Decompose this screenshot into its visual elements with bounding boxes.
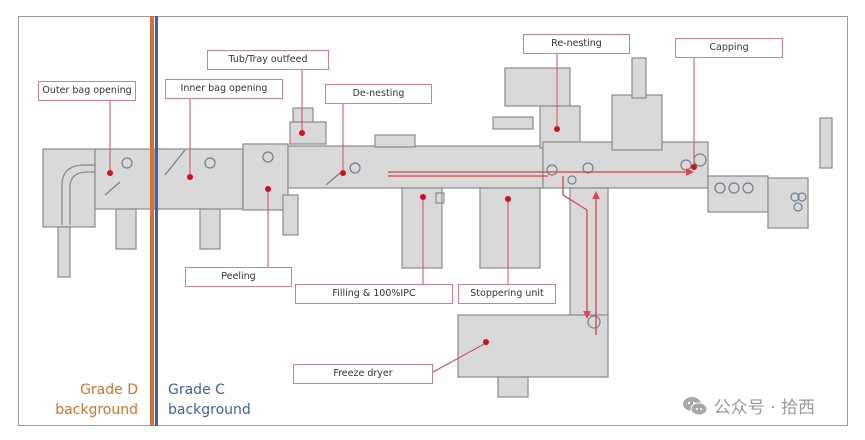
callout-tub-tray-outfeed: Tub/Tray outfeed — [207, 50, 329, 70]
callout-outer-bag-opening: Outer bag opening — [38, 81, 136, 101]
callout-filling-ipc: Filling & 100%IPC — [295, 284, 453, 304]
stoppering-unit — [479, 187, 541, 269]
grade-c-title: Grade C — [168, 382, 225, 398]
grade-d-title: Grade D — [80, 382, 138, 398]
callout-markers — [107, 126, 697, 345]
callout-re-nesting: Re-nesting — [523, 34, 630, 54]
marker-outer-bag — [107, 170, 113, 176]
callout-capping: Capping — [675, 38, 783, 58]
grade-c-boundary-line — [155, 16, 158, 426]
product-flow — [388, 168, 694, 335]
freeze-dryer-body — [457, 314, 609, 378]
outer-bag-housing — [42, 148, 96, 228]
marker-peeling — [265, 186, 271, 192]
marker-capping — [691, 164, 697, 170]
marker-re-nesting — [554, 126, 560, 132]
freeze-dryer-foot — [497, 376, 529, 398]
re-nesting-arm — [492, 116, 534, 130]
watermark-text: 公众号 · 拾西 — [713, 398, 815, 418]
leader-freeze-dryer — [432, 342, 487, 373]
callout-peeling: Peeling — [185, 267, 292, 287]
outer-bag-pipe — [61, 164, 95, 225]
tub-outfeed-top — [292, 107, 314, 123]
marker-tub-outfeed — [299, 130, 305, 136]
re-nesting-top — [504, 67, 571, 107]
marker-de-nesting — [340, 170, 346, 176]
inner-bag-chamber — [154, 148, 244, 210]
grade-d-zone-label: Grade D background — [55, 380, 138, 420]
capping-tower — [611, 94, 663, 151]
capping-column — [631, 57, 647, 99]
final-column — [819, 117, 833, 169]
machine-body — [42, 57, 833, 398]
callout-freeze-dryer: Freeze dryer — [293, 364, 433, 384]
outer-bag-pipe-inner — [69, 171, 95, 225]
peeling-side — [282, 194, 299, 236]
outer-bag-foot — [115, 208, 137, 250]
final-unit — [767, 177, 809, 229]
wechat-icon — [682, 396, 708, 416]
watermark: 公众号 · 拾西 — [682, 393, 815, 418]
marker-filling — [420, 194, 426, 200]
outer-bag-leg — [57, 226, 71, 278]
grade-c-zone-label: Grade C background — [168, 380, 251, 420]
marker-inner-bag — [187, 174, 193, 180]
grade-d-boundary-line — [150, 16, 154, 426]
marker-freeze-dryer — [483, 339, 489, 345]
callout-de-nesting: De-nesting — [325, 84, 432, 104]
peeling-chamber — [242, 143, 289, 211]
tub-outfeed-unit — [289, 121, 327, 145]
marker-stoppering — [505, 196, 511, 202]
tunnel-cap — [374, 134, 416, 148]
capping-outfeed — [707, 175, 769, 213]
equipment-details — [104, 149, 807, 329]
callout-stoppering-unit: Stoppering unit — [458, 284, 556, 304]
grade-d-subtitle: background — [55, 402, 138, 418]
callout-inner-bag-opening: Inner bag opening — [165, 79, 283, 99]
filling-unit — [401, 187, 443, 269]
callout-leaders — [109, 52, 695, 373]
main-tunnel-de-nesting — [287, 145, 544, 189]
grade-c-subtitle: background — [168, 402, 251, 418]
inner-bag-foot — [199, 208, 221, 250]
